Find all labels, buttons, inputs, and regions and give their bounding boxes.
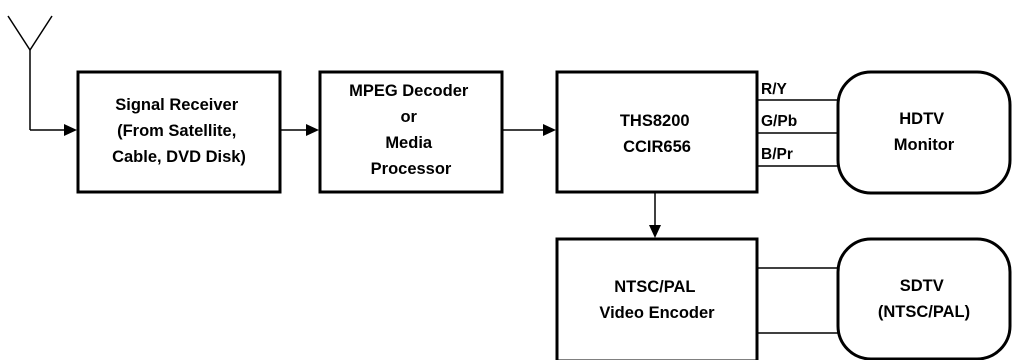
connector-ths8200-encoder [649,192,661,238]
signal-receiver-label: Signal Receiver (From Satellite, Cable, … [112,96,246,166]
connector-mpeg-ths8200 [502,124,556,136]
signal-receiver-block: Signal Receiver (From Satellite, Cable, … [76,70,282,194]
component-output-lines [757,99,838,167]
ths8200-label: THS8200 CCIR656 [620,112,694,156]
encoder-output-lines [757,267,838,334]
ntsc-pal-encoder-label: NTSC/PAL Video Encoder [599,278,715,322]
mpeg-decoder-label: MPEG Decoder or Media Processor [349,82,473,178]
connector-receiver-mpeg [280,124,319,136]
antenna-icon [7,15,53,130]
signal-label-r-y: R/Y [761,81,788,98]
hdtv-monitor-block: HDTV Monitor [836,70,1012,195]
mpeg-decoder-block: MPEG Decoder or Media Processor [318,70,504,194]
signal-label-g-pb: G/Pb [761,113,797,130]
ths8200-block: THS8200 CCIR656 [555,70,759,194]
connector-antenna-receiver [30,124,77,136]
sdtv-block: SDTV (NTSC/PAL) [836,237,1012,360]
signal-label-b-pr: B/Pr [761,146,793,163]
sdtv-label: SDTV (NTSC/PAL) [878,277,970,321]
hdtv-monitor-label: HDTV Monitor [894,110,955,154]
ntsc-pal-encoder-block: NTSC/PAL Video Encoder [555,237,759,360]
